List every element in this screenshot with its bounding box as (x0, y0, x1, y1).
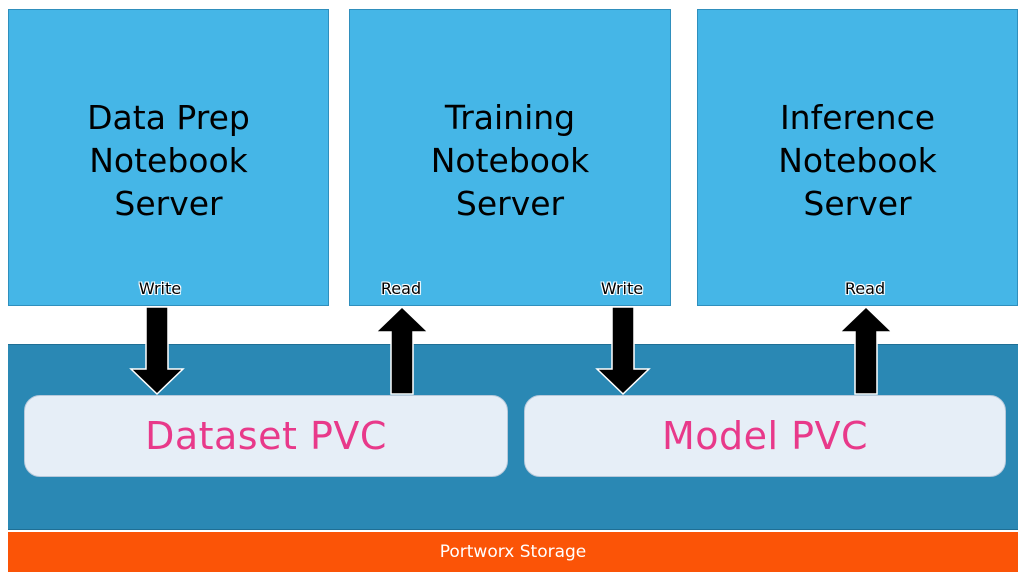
training-notebook-server: Training Notebook Server (349, 9, 671, 306)
up-arrow-icon (374, 305, 430, 395)
server-title-line: Notebook (430, 141, 590, 180)
data-prep-notebook-server: Data Prep Notebook Server (8, 9, 329, 306)
server-title-line: Inference (779, 98, 936, 137)
server-title-line: Server (114, 184, 223, 223)
server-title-line: Data Prep (87, 98, 250, 137)
server-title-line: Server (455, 184, 565, 223)
server-title: Inference Notebook Server (698, 96, 1017, 225)
server-title-line: Notebook (89, 141, 248, 180)
up-arrow-icon (838, 305, 894, 395)
portworx-storage-bar: Portworx Storage (8, 532, 1018, 572)
server-title: Training Notebook Server (350, 96, 670, 225)
pvc-label: Model PVC (661, 414, 869, 458)
arrow-shape (374, 305, 430, 395)
inference-notebook-server: Inference Notebook Server (697, 9, 1018, 306)
model-pvc: Model PVC (524, 395, 1006, 477)
dataset-pvc: Dataset PVC (24, 395, 508, 477)
server-title-line: Training (444, 98, 576, 137)
pvc-label: Dataset PVC (145, 414, 387, 458)
storage-label: Portworx Storage (439, 542, 587, 562)
arrow-shape (838, 305, 894, 395)
read-label: Read (380, 279, 422, 298)
down-arrow-icon (595, 306, 651, 396)
server-title: Data Prep Notebook Server (9, 96, 328, 225)
down-arrow-icon (129, 306, 185, 396)
arrow-shape (595, 306, 651, 396)
write-label: Write (600, 279, 644, 298)
write-label: Write (138, 279, 182, 298)
read-label: Read (844, 279, 886, 298)
server-title-line: Notebook (778, 141, 937, 180)
server-title-line: Server (803, 184, 912, 223)
arrow-shape (129, 306, 185, 396)
